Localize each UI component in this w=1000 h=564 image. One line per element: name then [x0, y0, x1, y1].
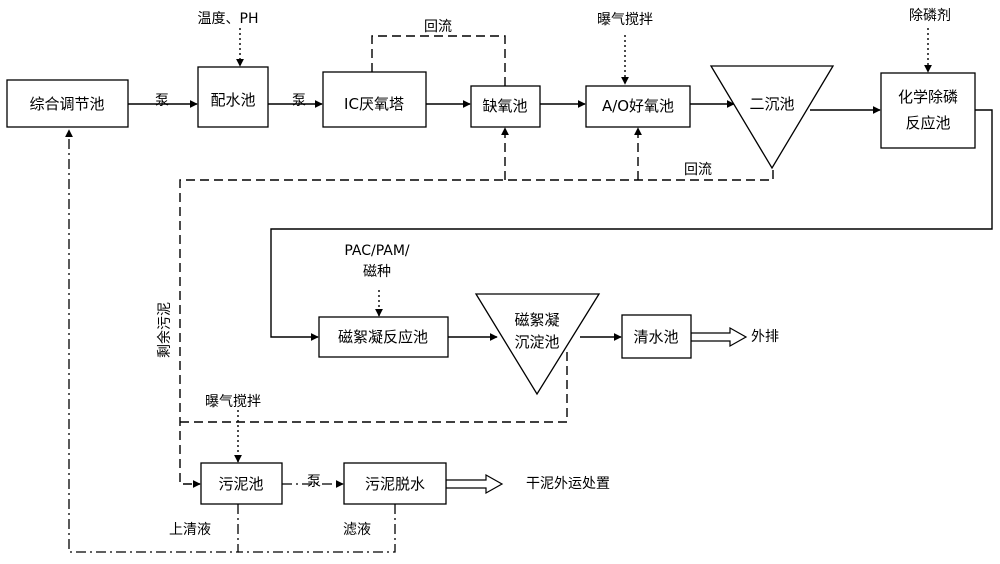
supernatant-label: 上清液 [169, 522, 211, 538]
sludge-dewatering[interactable]: 污泥脱水 [343, 462, 447, 505]
aeration-label-top: 曝气搅拌 [597, 12, 653, 28]
secondary-settler[interactable]: 二沉池 [709, 65, 835, 170]
temp-ph-label: 温度、PH [198, 11, 259, 27]
main-flow-lines [128, 100, 993, 488]
pump-label-1: 泵 [155, 93, 169, 109]
magnetic-settler[interactable]: 磁絮凝 沉淀池 [474, 293, 601, 396]
clear-water-tank-label: 清水池 [633, 328, 678, 346]
dosing-lines [234, 28, 932, 463]
anoxic-tank-label: 缺氧池 [482, 97, 527, 115]
chem-p-removal-label-line2: 反应池 [905, 114, 950, 132]
sludge-tank-label: 污泥池 [218, 475, 263, 493]
pac-pam-label-line2: 磁种 [363, 264, 391, 280]
sludge-dewatering-label: 污泥脱水 [365, 475, 425, 493]
ao-aerobic-tank[interactable]: A/O好氧池 [585, 85, 691, 128]
return-lines [65, 129, 396, 553]
aeration-label-sludge: 曝气搅拌 [205, 394, 261, 410]
excess-sludge-label: 剩余污泥 [156, 302, 173, 358]
pac-pam-label-line1: PAC/PAM/ [344, 243, 410, 259]
dry-sludge-label: 干泥外运处置 [526, 476, 610, 492]
water-mixing-tank[interactable]: 配水池 [197, 66, 269, 128]
ic-anaerobic-tower-label: IC厌氧塔 [344, 95, 404, 113]
magnetic-floc-reaction-tank[interactable]: 磁絮凝反应池 [318, 316, 449, 358]
pump-label-3: 泵 [307, 474, 321, 490]
secondary-settler-label: 二沉池 [749, 95, 794, 113]
ic-anaerobic-tower[interactable]: IC厌氧塔 [322, 71, 427, 128]
reflux-lines [179, 35, 774, 488]
discharge-label: 外排 [751, 329, 779, 345]
magnetic-settler-label-line2: 沉淀池 [514, 333, 559, 351]
regulating-tank[interactable]: 综合调节池 [6, 79, 129, 128]
reflux-label-top: 回流 [424, 19, 452, 35]
anoxic-tank[interactable]: 缺氧池 [470, 85, 541, 128]
ao-aerobic-tank-label: A/O好氧池 [602, 97, 674, 115]
phosphorus-remover-label: 除磷剂 [909, 8, 951, 24]
clear-water-tank[interactable]: 清水池 [621, 314, 692, 359]
pump-label-2: 泵 [292, 93, 306, 109]
chem-p-removal-label-line1: 化学除磷 [898, 88, 958, 106]
discharge-arrow [690, 326, 748, 348]
reflux-label-bottom: 回流 [684, 162, 712, 178]
magnetic-floc-reaction-label: 磁絮凝反应池 [338, 328, 428, 346]
chem-p-removal-tank[interactable]: 化学除磷 反应池 [880, 72, 976, 149]
sludge-tank[interactable]: 污泥池 [200, 462, 283, 505]
water-mixing-tank-label: 配水池 [210, 91, 255, 109]
regulating-tank-label: 综合调节池 [29, 95, 104, 113]
dry-sludge-arrow [445, 473, 504, 495]
filtrate-label: 滤液 [343, 522, 371, 538]
magnetic-settler-label-line1: 磁絮凝 [514, 311, 559, 329]
